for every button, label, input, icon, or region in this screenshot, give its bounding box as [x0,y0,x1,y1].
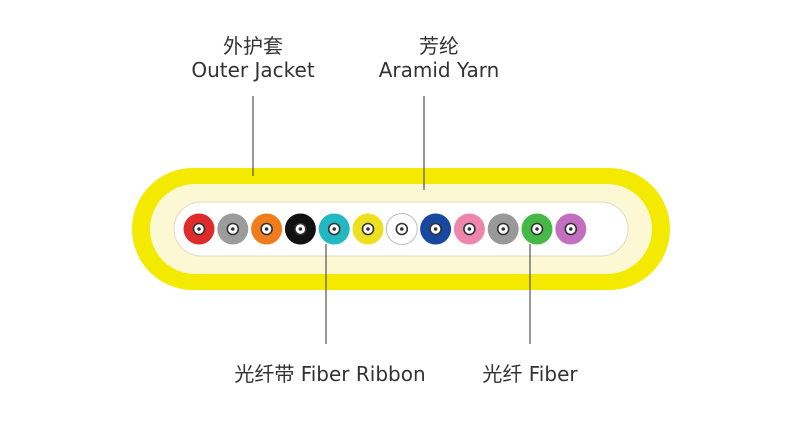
fiber-core [501,227,506,231]
fiber-1 [183,213,215,245]
fiber-core [332,227,337,231]
fiber-8 [420,213,452,245]
fiber-label: 光纤 Fiber [474,362,586,386]
fiber-9 [453,213,485,245]
fiber-10 [487,213,519,245]
fiber-ribbon-label-text: 光纤带 Fiber Ribbon [234,362,426,386]
fiber-core [569,227,573,231]
fiber-group [183,213,587,245]
fiber-12 [555,213,587,245]
fiber-5 [318,213,350,245]
fiber-core [231,227,235,231]
fiber-core [433,227,438,231]
fiber-core [366,227,370,231]
aramid-yarn-label-zh: 芳纶 [419,34,459,58]
fiber-11 [521,213,553,245]
fiber-core [535,227,539,231]
fiber-core [467,227,472,231]
fiber-core [298,227,303,231]
outer-jacket-label-en: Outer Jacket [191,58,315,82]
outer-jacket-label-zh: 外护套 [223,34,283,58]
fiber-3 [251,213,283,245]
fiber-core [197,227,201,231]
fiber-label-text: 光纤 Fiber [482,362,578,386]
fiber-6 [352,213,384,245]
fiber-2 [217,213,249,245]
outer-jacket-label: 外护套 Outer Jacket [178,34,328,82]
fiber-core [400,227,404,231]
fiber-7 [385,213,418,245]
fiber-core [264,227,269,231]
aramid-yarn-label: 芳纶 Aramid Yarn [364,34,514,82]
fiber-4 [284,213,316,245]
fiber-ribbon-label: 光纤带 Fiber Ribbon [220,362,440,386]
aramid-yarn-label-en: Aramid Yarn [378,58,500,82]
